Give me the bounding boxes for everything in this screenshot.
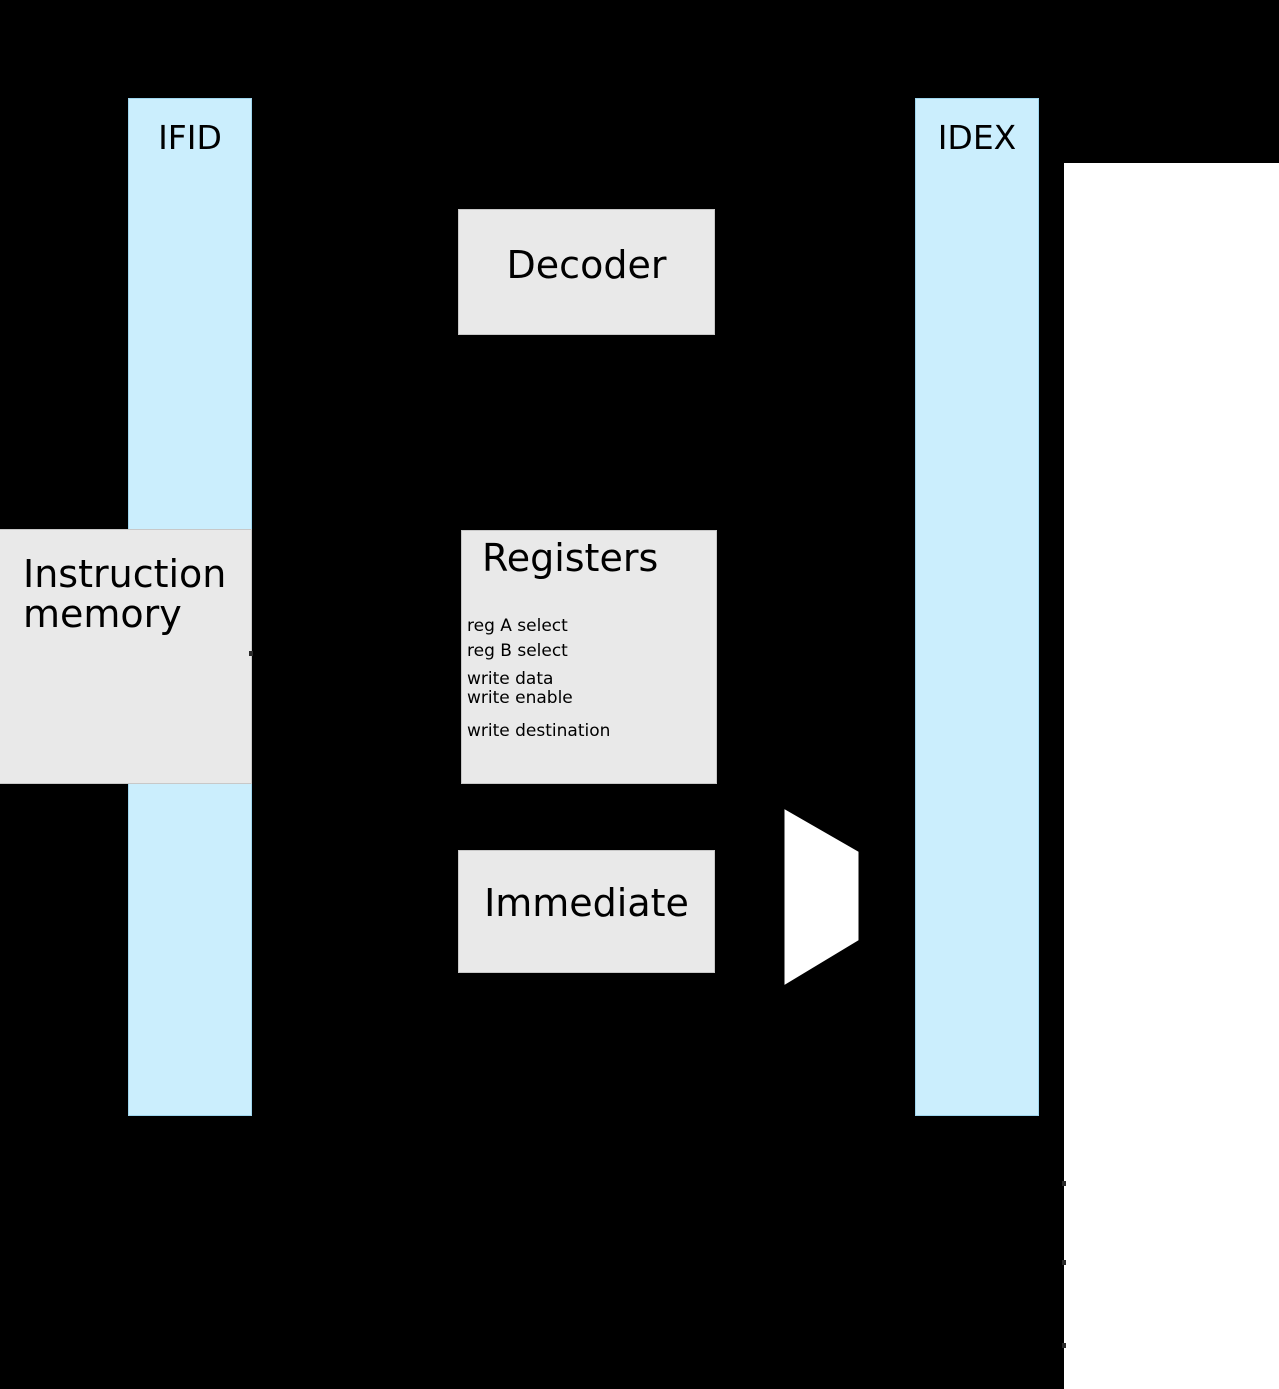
- unit-immediate-label: Immediate: [484, 881, 689, 925]
- signal-reg-b-select: reg B select: [467, 641, 568, 661]
- pipeline-register-idex-label: IDEX: [937, 118, 1017, 157]
- unit-registers-label: Registers: [482, 536, 659, 580]
- port-tick-panel-1: [1062, 1181, 1066, 1186]
- port-tick-panel-2: [1062, 1260, 1066, 1265]
- white-panel-right: [1064, 163, 1279, 1389]
- signal-write-destination: write destination: [467, 721, 611, 741]
- signal-write-data: write data: [467, 669, 554, 689]
- pipeline-register-ifid-label: IFID: [158, 118, 222, 157]
- signal-reg-a-select: reg A select: [467, 616, 568, 636]
- unit-decoder[interactable]: Decoder: [458, 209, 715, 335]
- unit-registers[interactable]: Registers reg A select reg B select writ…: [461, 530, 717, 784]
- unit-immediate[interactable]: Immediate: [458, 850, 715, 973]
- unit-instruction-memory[interactable]: Instruction memory: [0, 529, 252, 784]
- port-tick-instruction-memory-out: [249, 651, 253, 656]
- unit-instruction-memory-label: Instruction memory: [23, 552, 227, 636]
- port-tick-panel-3: [1062, 1343, 1066, 1348]
- pipeline-register-idex[interactable]: IDEX: [915, 98, 1039, 1116]
- unit-decoder-label: Decoder: [506, 243, 667, 287]
- signal-write-enable: write enable: [467, 688, 573, 708]
- mux-shape-icon: [784, 809, 859, 985]
- operand-mux[interactable]: [783, 808, 861, 986]
